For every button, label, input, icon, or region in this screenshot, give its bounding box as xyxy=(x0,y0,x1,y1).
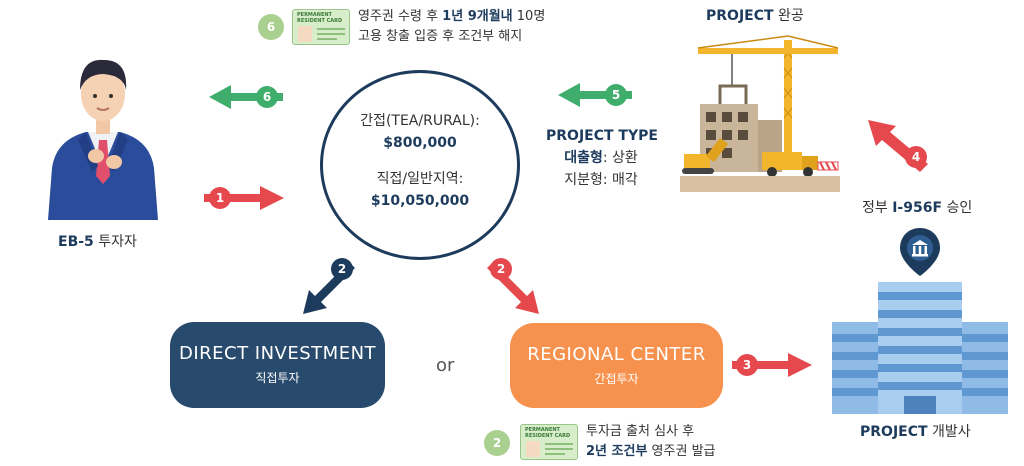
project-type-title: PROJECT TYPE xyxy=(546,128,658,144)
circle-value1: $800,000 xyxy=(383,135,457,151)
top-note-line2: 고용 창출 입증 후 조건부 해지 xyxy=(358,29,523,44)
top-note-badge: 6 xyxy=(258,14,284,40)
arrow-2-right-badge: 2 xyxy=(490,258,512,280)
bottom-note-line2: 2년 조건부 영주권 발급 xyxy=(586,442,716,462)
card-line1: PERMANENT xyxy=(297,12,332,18)
top-note-l1a: 영주권 수령 후 xyxy=(358,9,443,24)
direct-sub: 직접투자 xyxy=(255,371,300,385)
regional-sub: 간접투자 xyxy=(594,371,639,386)
developer-building-icon xyxy=(832,282,1008,414)
approval-label: 정부 I-956F 승인 xyxy=(862,198,972,218)
project-complete-label: PROJECT 완공 xyxy=(706,6,804,26)
arrow-4-badge: 4 xyxy=(905,146,927,168)
project-complete-bold: PROJECT xyxy=(706,8,774,24)
approval-b: I-956F xyxy=(892,200,943,216)
arrow-6-left-icon xyxy=(209,85,283,109)
arrow-1-badge: 1 xyxy=(209,187,231,209)
or-label: or xyxy=(436,355,455,376)
project-type-loan-rest: : 상환 xyxy=(602,150,638,166)
bottom-note-l2b: 영주권 발급 xyxy=(647,444,716,459)
government-pin-icon xyxy=(900,228,940,276)
arrow-6-badge: 6 xyxy=(256,86,278,108)
arrow-2-left-badge: 2 xyxy=(331,258,353,280)
bottom-note-line1: 투자금 출처 심사 후 xyxy=(586,424,695,439)
circle-line1: 간접(TEA/RURAL): xyxy=(360,113,480,129)
top-note-line1: 영주권 수령 후 1년 9개월내 10명 xyxy=(358,7,545,27)
bottom-note-l2a: 2년 조건부 xyxy=(586,444,648,459)
circle-value2: $10,050,000 xyxy=(370,193,470,209)
direct-title: DIRECT INVESTMENT xyxy=(178,343,377,364)
arrow-1-right-icon xyxy=(204,186,284,210)
project-type-equity: 지분형: 매각 xyxy=(564,172,638,188)
top-note-l1b: 1년 9개월내 xyxy=(442,9,513,24)
developer-label: PROJECT 개발사 xyxy=(860,422,971,442)
top-note-l1c: 10명 xyxy=(512,9,546,24)
investment-amount-circle: 간접(TEA/RURAL): $800,000 직접/일반지역: $10,050… xyxy=(320,70,520,260)
direct-investment-box: DIRECT INVESTMENT 직접투자 xyxy=(170,322,385,408)
project-type-loan: 대출형: 상환 xyxy=(546,148,656,168)
regional-center-box: REGIONAL CENTER 간접투자 xyxy=(510,323,723,408)
resident-card-icon: PERMANENT RESIDENT CARD xyxy=(292,9,350,45)
bottom-note-badge: 2 xyxy=(484,430,510,456)
investor-label-rest: 투자자 xyxy=(93,234,137,250)
circle-line2: 직접/일반지역: xyxy=(376,171,464,187)
arrow-5-badge: 5 xyxy=(605,84,627,106)
card-bottom-line2: RESIDENT CARD xyxy=(525,433,571,439)
investor-figure-icon xyxy=(48,59,158,220)
developer-rest: 개발사 xyxy=(927,424,971,440)
arrow-3-badge: 3 xyxy=(736,354,758,376)
resident-card-icon-bottom: PERMANENT RESIDENT CARD xyxy=(520,424,578,460)
investor-label: EB-5 투자자 xyxy=(58,232,137,252)
card-bottom-line1: PERMANENT xyxy=(525,427,560,433)
project-complete-rest: 완공 xyxy=(773,8,804,24)
arrow-5-left-icon xyxy=(558,83,632,107)
investor-label-bold: EB-5 xyxy=(58,234,94,250)
regional-title: REGIONAL CENTER xyxy=(527,343,706,365)
project-type-loan-bold: 대출형 xyxy=(564,150,603,166)
developer-bold: PROJECT xyxy=(860,424,928,440)
arrow-3-right-icon xyxy=(732,353,812,377)
construction-site-icon xyxy=(680,35,840,192)
approval-a: 정부 xyxy=(862,200,893,216)
approval-c: 승인 xyxy=(942,200,973,216)
card-line2: RESIDENT CARD xyxy=(297,18,343,24)
